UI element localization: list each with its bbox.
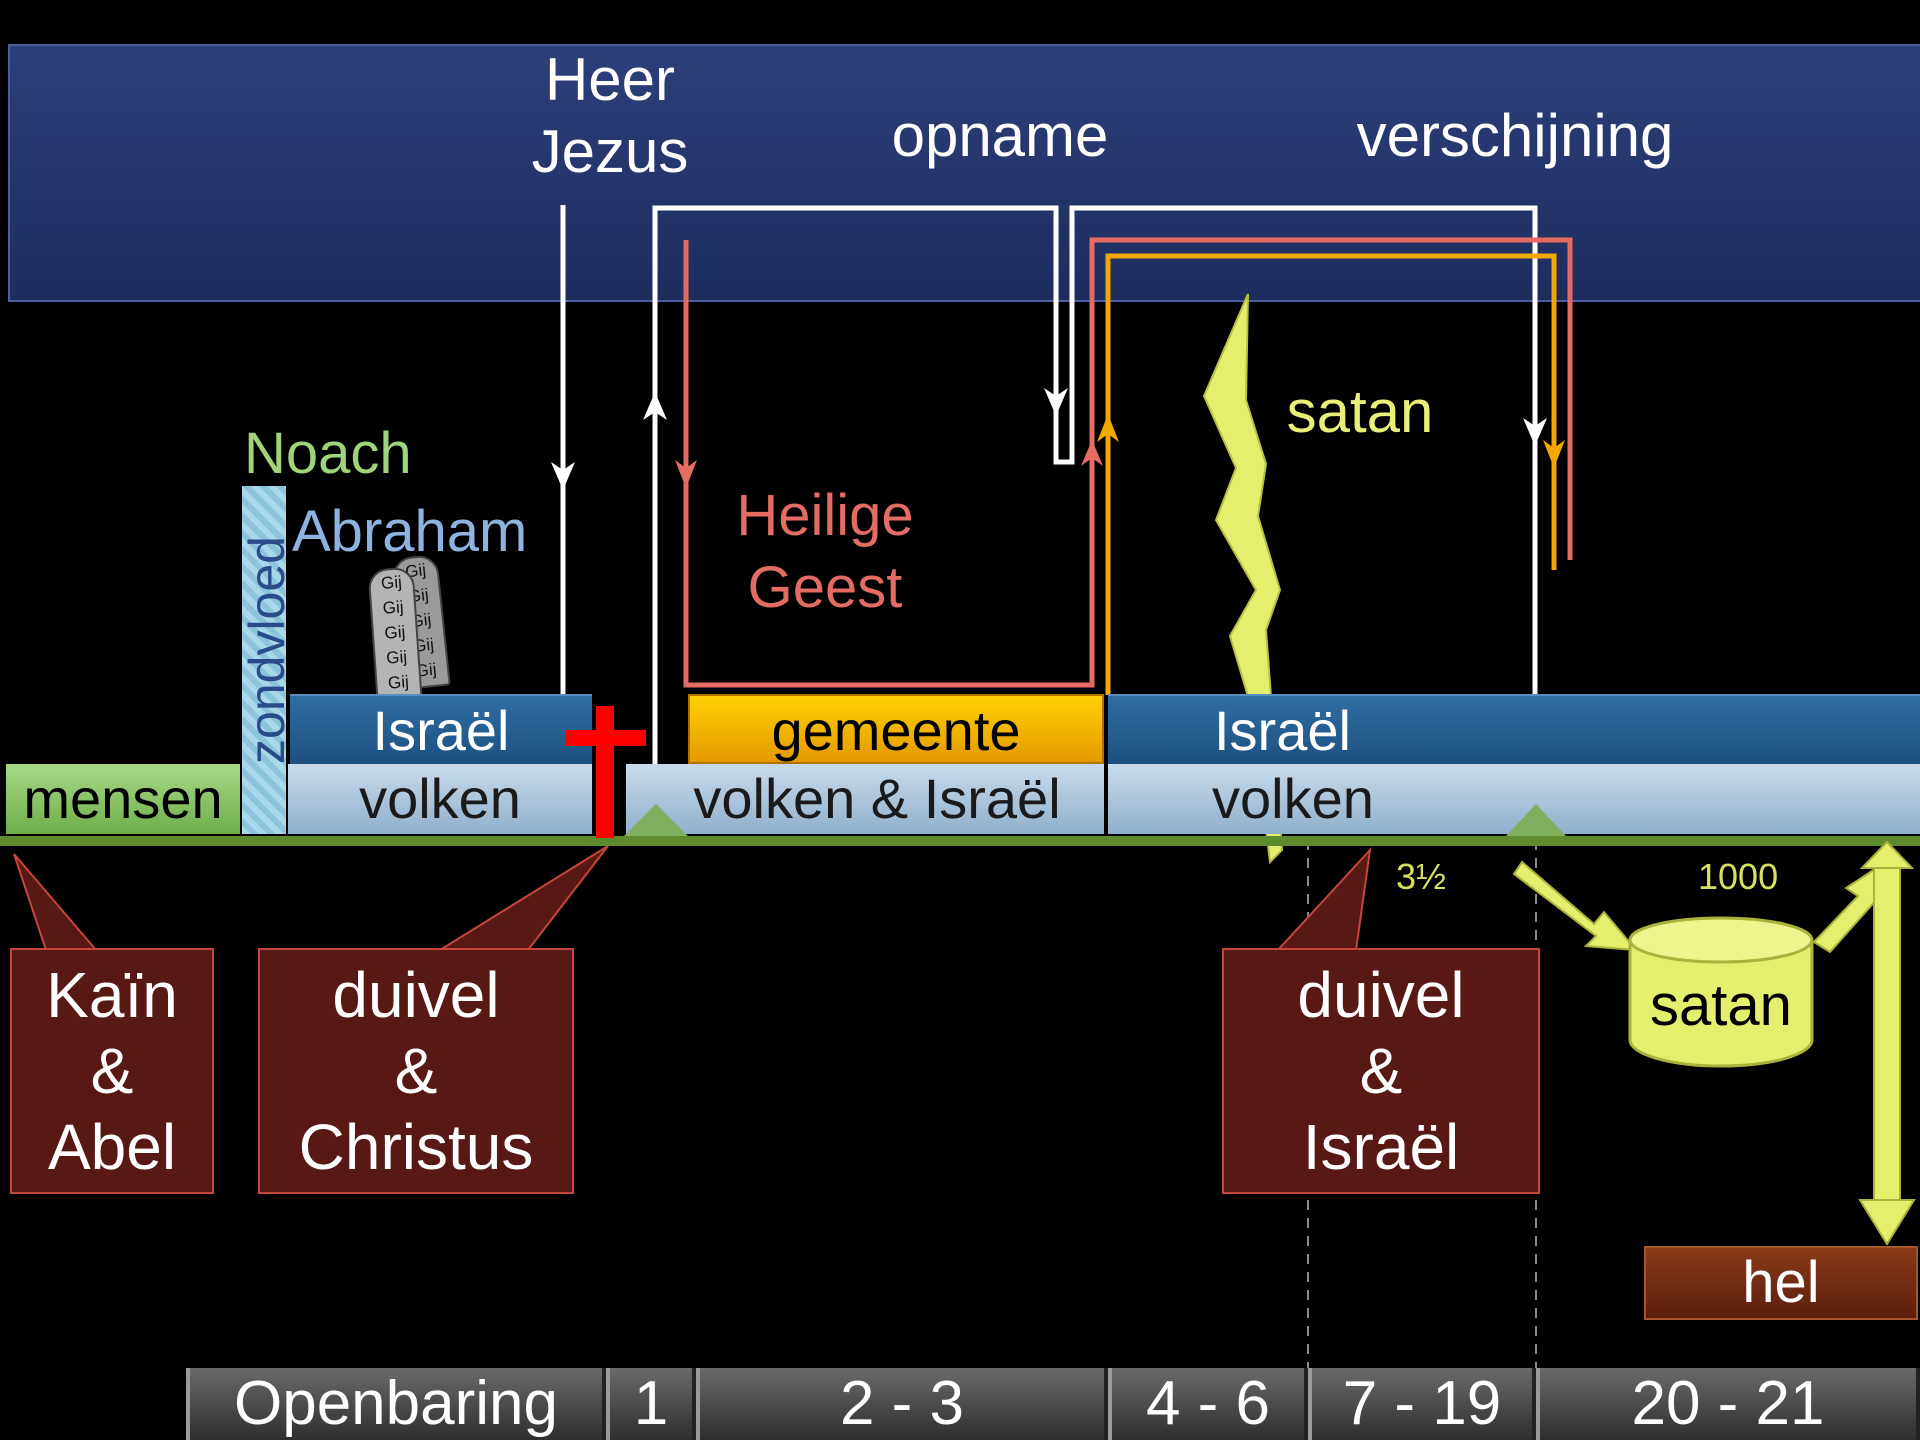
ascension-triangle	[624, 804, 688, 836]
millennium-arrows	[1512, 840, 1916, 1246]
cross-vertical	[596, 706, 614, 838]
verschijning-label: verschijning	[1356, 102, 1674, 169]
satan-label: satan	[1286, 378, 1434, 445]
callout-line: &	[394, 1035, 438, 1107]
cross-icon	[566, 706, 646, 838]
appearing-triangle	[1506, 804, 1566, 836]
heer-jezus-label: Heer Jezus	[480, 44, 740, 188]
holy-spirit-line	[683, 237, 1573, 688]
tablet-word: Gij	[387, 672, 410, 693]
hell-arrow-head	[1858, 1199, 1916, 1246]
tablets-icon: Gij Gij Gij Gij Gij Gij Gij Gij Gij Gij	[367, 553, 451, 702]
callout-tails	[13, 845, 1372, 951]
callout-line: Christus	[298, 1111, 534, 1183]
israel-band-1: Israël	[290, 694, 592, 764]
duivel-israel-callout: duivel & Israël	[1222, 948, 1540, 1194]
revelation-chapters-2-3: 2 - 3	[696, 1368, 1108, 1440]
tablet-word: Gij	[385, 647, 408, 668]
noach-label: Noach	[244, 421, 412, 486]
pit-cylinder	[1628, 916, 1814, 1068]
revelation-chapters-7-19: 7 - 19	[1308, 1368, 1536, 1440]
tablet-word: Gij	[382, 597, 405, 618]
geest-word: Geest	[747, 555, 903, 620]
millennium-label: 1000	[1698, 856, 1779, 897]
callout-line: duivel	[332, 959, 500, 1031]
jezus-word: Jezus	[531, 118, 689, 185]
cross-horizontal	[566, 730, 646, 746]
callout-line: Abel	[47, 1111, 177, 1183]
callout-line: &	[1359, 1035, 1403, 1107]
callout-line: &	[90, 1035, 134, 1107]
tablet-front: Gij Gij Gij Gij Gij	[367, 566, 423, 702]
revelation-openbaring: Openbaring	[186, 1368, 606, 1440]
abraham-label: Abraham	[292, 499, 528, 564]
pit-label: satan	[1650, 973, 1792, 1038]
revelation-chapters-4-6: 4 - 6	[1108, 1368, 1308, 1440]
callout-line: duivel	[1297, 959, 1465, 1031]
israel-band-2: Israël	[1108, 694, 1920, 764]
heilige-geest-label: Heilige Geest	[700, 480, 950, 624]
callout-line: Israël	[1302, 1111, 1460, 1183]
zondvloed-pillar	[242, 486, 286, 834]
volken-band-1: volken	[288, 764, 592, 834]
half-week-label: 3½	[1396, 856, 1447, 897]
church-line	[1105, 253, 1557, 695]
heaven-banner	[8, 44, 1920, 302]
volken-israel-band: volken & Israël	[626, 764, 1104, 834]
gemeente-band: gemeente	[688, 694, 1104, 764]
opname-label: opname	[891, 102, 1109, 169]
kain-abel-callout: Kaïn & Abel	[10, 948, 214, 1194]
ascension-line	[652, 205, 1538, 808]
hel-box: hel	[1644, 1246, 1918, 1320]
revelation-chapter-1: 1	[606, 1368, 696, 1440]
mensen-band: mensen	[6, 764, 240, 834]
zondvloed-label: zondvloed	[239, 536, 295, 764]
bind-arrow	[1512, 860, 1639, 952]
heer-word: Heer	[544, 46, 676, 113]
callout-line: Kaïn	[46, 959, 178, 1031]
heilige-word: Heilige	[736, 483, 914, 548]
tablet-word: Gij	[383, 622, 406, 643]
tablet-word: Gij	[380, 572, 403, 593]
duivel-christus-callout: duivel & Christus	[258, 948, 574, 1194]
volken-band-2: volken	[1108, 764, 1920, 834]
ground-line	[0, 836, 1920, 846]
revelation-chapters-20-21: 20 - 21	[1536, 1368, 1920, 1440]
hell-arrow-shaft	[1873, 865, 1901, 1207]
